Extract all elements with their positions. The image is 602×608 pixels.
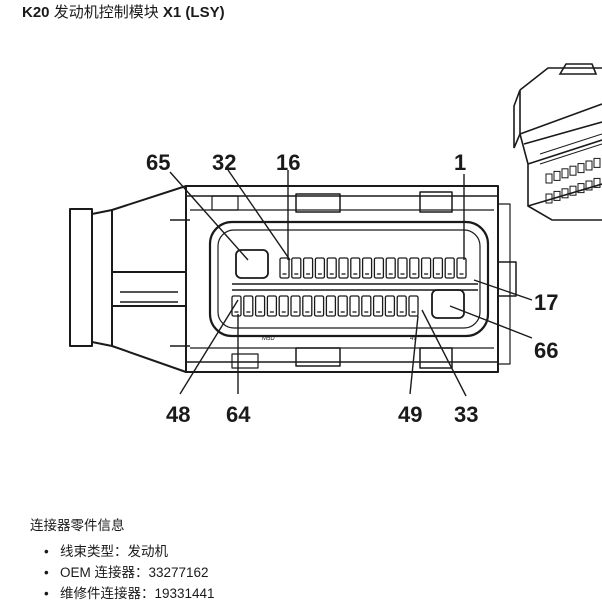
cavity-66 <box>431 289 465 319</box>
pin-label-32: 32 <box>212 150 236 175</box>
top-pin-cavity <box>385 257 396 279</box>
bottom-pin-cavity <box>325 295 337 317</box>
top-pin-cavity <box>302 257 314 279</box>
pin-row-top <box>279 257 467 279</box>
bottom-pin-cavity <box>361 295 372 317</box>
bottom-pin-cavity <box>254 295 266 317</box>
pin-row-bottom <box>231 295 419 317</box>
cavity-65 <box>235 249 269 279</box>
top-pin-cavity <box>409 257 420 279</box>
top-pin-cavity <box>420 257 432 279</box>
perspective-pin <box>585 180 593 191</box>
top-pin-cavity <box>338 257 349 279</box>
perspective-pin <box>585 160 593 171</box>
pin-label-64: 64 <box>226 402 251 427</box>
perspective-pin <box>569 165 577 176</box>
connector-perspective-view <box>513 63 602 221</box>
connector-info-heading: 连接器零件信息 <box>30 518 125 533</box>
bottom-pin-cavity <box>337 295 348 317</box>
perspective-pin <box>561 188 569 199</box>
pin-label-65: 65 <box>146 150 170 175</box>
bottom-pin-cavity <box>302 295 313 317</box>
top-pin-cavity <box>373 257 385 279</box>
molded-mark-49: 49 <box>410 336 417 342</box>
molded-mark-m5d: M5D <box>262 336 275 342</box>
pin-label-16: 16 <box>276 150 300 175</box>
top-pin-cavity <box>291 257 302 279</box>
pin-label-48: 48 <box>166 402 190 427</box>
top-pin-cavity <box>361 257 373 279</box>
title-name: 发动机控制模块 <box>53 4 159 21</box>
perspective-pin <box>553 190 561 201</box>
connector-info-list: •线束类型：发动机 •OEM 连接器：33277162 •维修件连接器：1933… <box>40 541 215 604</box>
bottom-pin-cavity <box>313 295 325 317</box>
perspective-pin <box>561 168 569 179</box>
bottom-pin-cavity <box>231 295 242 317</box>
bottom-pin-cavity <box>349 295 360 317</box>
top-pin-cavity <box>314 257 326 279</box>
connector-drawing: M5D 49 65 32 <box>69 63 602 427</box>
info-item-harness-type: •线束类型：发动机 <box>40 541 215 562</box>
bottom-pin-cavity <box>278 295 289 317</box>
perspective-pin <box>553 170 561 181</box>
left-body <box>111 185 187 373</box>
bottom-pin-cavity <box>266 295 278 317</box>
perspective-pin <box>545 173 553 184</box>
connector-diagram: M5D 49 65 32 <box>0 24 602 444</box>
bottom-pin-cavity <box>408 295 419 317</box>
perspective-pin <box>569 185 577 196</box>
title-code: K20 <box>22 4 50 21</box>
perspective-pin <box>577 183 585 194</box>
info-item-oem-connector: •OEM 连接器：33277162 <box>40 562 215 583</box>
bottom-pin-cavity <box>372 295 384 317</box>
top-pin-cavity <box>350 257 361 279</box>
top-pin-cavity <box>444 257 455 279</box>
pin-label-1: 1 <box>454 150 466 175</box>
pin-label-66: 66 <box>534 338 558 363</box>
perspective-pin <box>545 193 553 204</box>
bullet-icon: • <box>44 544 49 559</box>
perspective-pin <box>577 163 585 174</box>
pin-label-49: 49 <box>398 402 422 427</box>
bottom-pin-cavity <box>396 295 407 317</box>
document-title: K20 发动机控制模块 X1 (LSY) <box>22 2 225 24</box>
bottom-pin-cavity <box>290 295 301 317</box>
leader-lines <box>169 169 533 397</box>
pin-label-33: 33 <box>454 402 478 427</box>
left-latch <box>69 208 93 347</box>
top-pin-cavity <box>326 257 337 279</box>
bullet-icon: • <box>44 586 49 601</box>
bullet-icon: • <box>44 565 49 580</box>
top-pin-cavity <box>397 257 408 279</box>
perspective-pin <box>593 177 601 188</box>
bottom-pin-cavity <box>384 295 396 317</box>
inner-shroud <box>208 220 490 338</box>
top-pin-cavity <box>432 257 444 279</box>
top-pin-cavity <box>279 257 290 279</box>
perspective-pin <box>593 157 601 168</box>
connector-housing <box>185 185 499 373</box>
bottom-pin-cavity <box>243 295 254 317</box>
pin-label-17: 17 <box>534 290 558 315</box>
info-item-service-connector: •维修件连接器：19331441 <box>40 583 215 604</box>
top-pin-cavity <box>456 257 467 279</box>
title-connector: X1 (LSY) <box>162 4 225 21</box>
